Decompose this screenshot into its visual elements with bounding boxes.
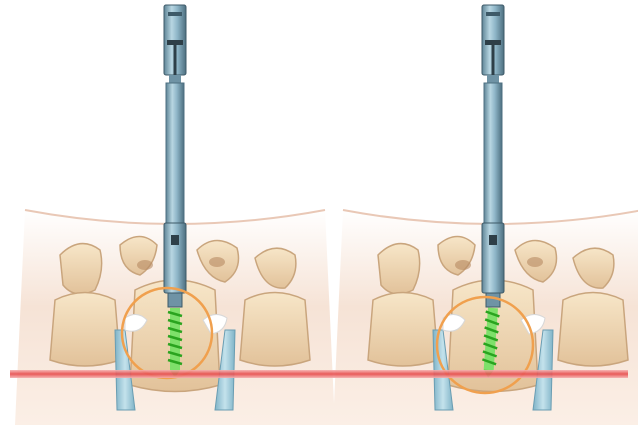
left-panel (15, 5, 335, 425)
surgical-screwdriver-icon (164, 5, 186, 307)
pedicle-screw-icon (168, 308, 182, 378)
reference-line (10, 370, 628, 378)
surgical-screwdriver-icon (482, 5, 504, 307)
right-panel (333, 5, 638, 425)
